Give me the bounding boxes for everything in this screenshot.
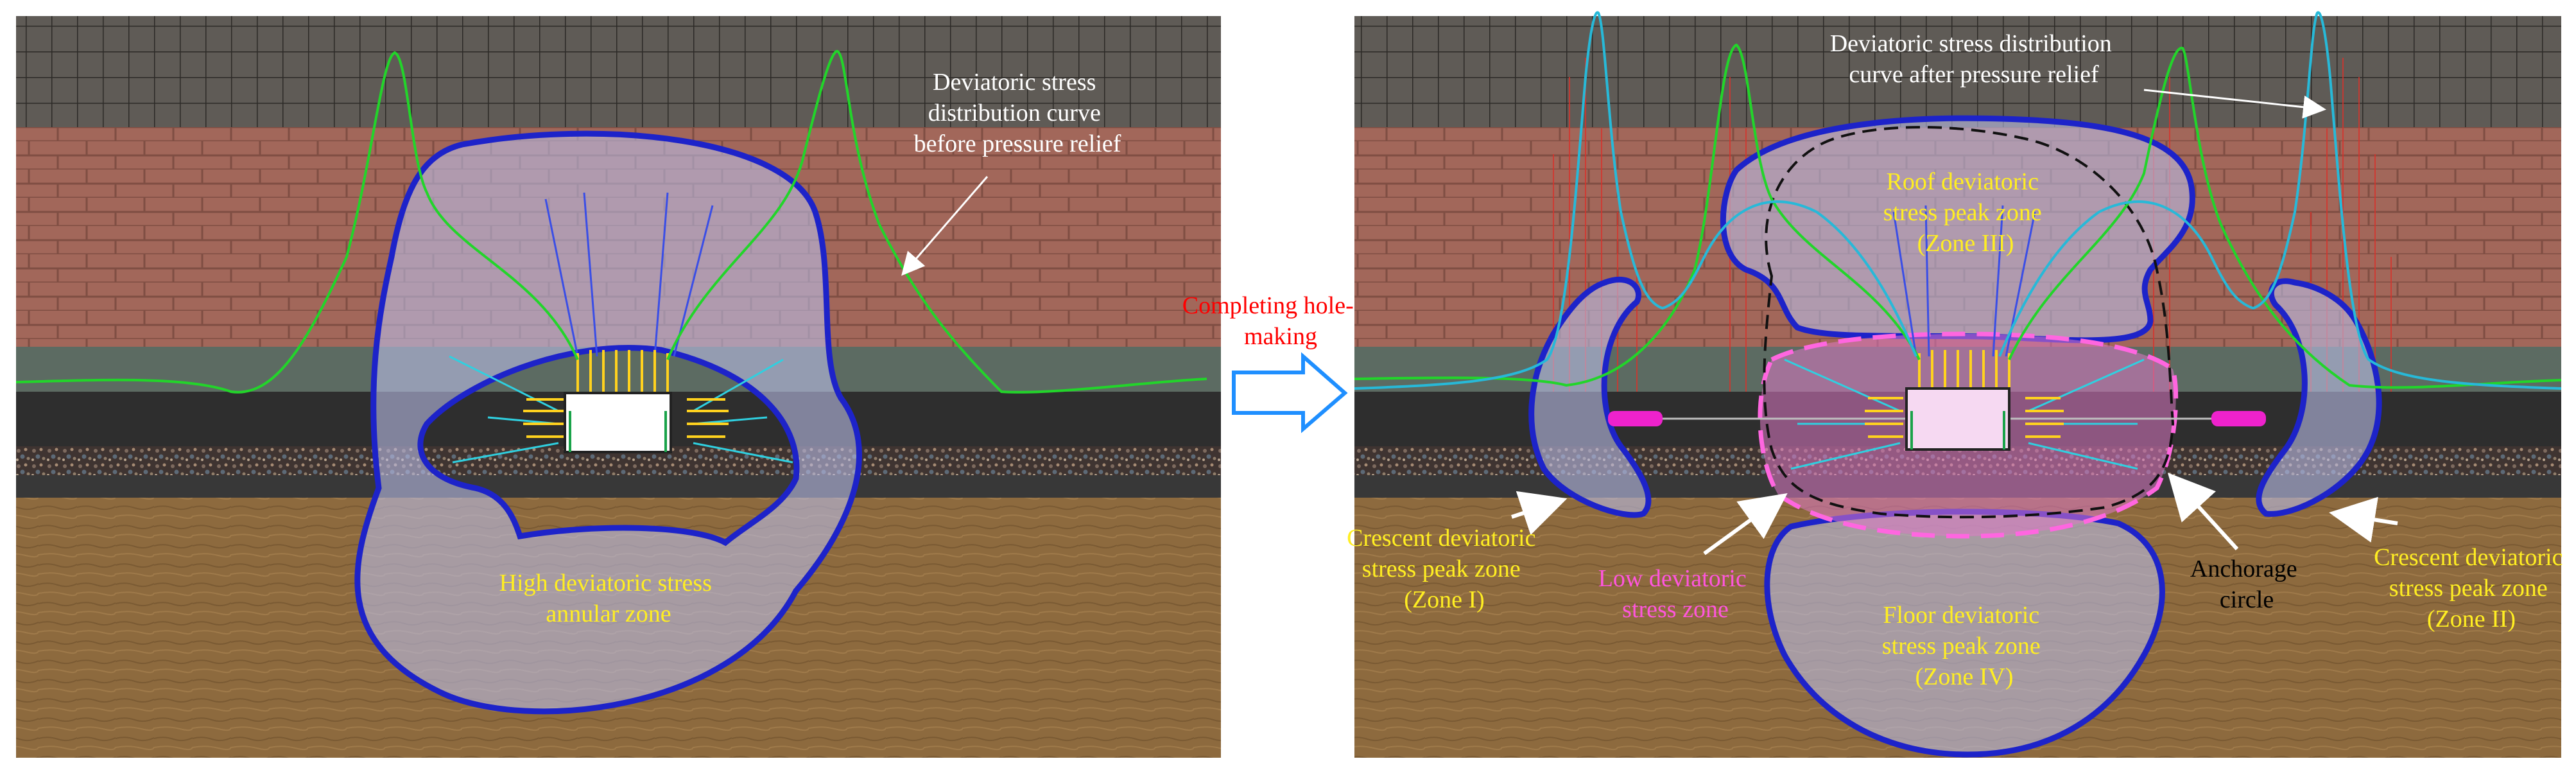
stress-curve-before-relief	[15, 49, 1207, 394]
anchorage-label: Anchorage circle	[2190, 555, 2303, 613]
transition-label-line: Completing hole-	[1182, 292, 1354, 319]
roof-zone-label-line: (Zone III)	[1917, 230, 2014, 257]
zone1-label-line: Crescent deviatoric	[1347, 525, 1535, 552]
roof-zone-label-line: stress peak zone	[1883, 199, 2042, 226]
annular-zone-label-line: High deviatoric stress	[499, 570, 712, 597]
curve-before-pointer	[901, 176, 989, 276]
roadway-opening	[564, 392, 672, 453]
curve-before-label-line: distribution curve	[928, 100, 1101, 127]
zone2-label-line: (Zone II)	[2427, 606, 2516, 633]
roof-stress-peak-zone	[1720, 115, 2195, 344]
transition-label-line: making	[1244, 323, 1317, 350]
zone1-label: Crescent deviatoric stress peak zone (Zo…	[1347, 525, 1542, 613]
yellow-bolts	[1865, 350, 2064, 438]
anchorage-pointer	[2167, 473, 2239, 551]
crescent-zone-2	[2256, 278, 2382, 517]
zone2-pointer	[2329, 496, 2398, 543]
yellow-bolts	[523, 350, 729, 438]
floor-zone-label: Floor deviatoric stress peak zone (Zone …	[1882, 602, 2046, 690]
low-zone-label: Low deviatoric stress zone	[1598, 565, 1753, 623]
zone2-label-line: Crescent deviatoric	[2374, 544, 2563, 571]
stress-curve-before-relief-ref	[1354, 43, 2562, 389]
transition-label: Completing hole- making	[1182, 292, 1360, 350]
curve-after-label: Deviatoric stress distribution curve aft…	[1830, 30, 2118, 88]
crescent-zone-1	[1528, 276, 1652, 518]
roof-zone-label: Roof deviatoric stress peak zone (Zone I…	[1883, 168, 2048, 257]
curve-before-label-line: Deviatoric stress	[933, 69, 1096, 96]
anchorage-label-line: Anchorage	[2190, 555, 2297, 582]
low-zone-pointer	[1703, 493, 1788, 555]
right-panel-after-relief: Deviatoric stress distribution curve aft…	[1347, 11, 2569, 758]
roadway-opening	[1905, 387, 2010, 451]
mudstone-layer	[16, 347, 1221, 392]
zone1-pointer	[1511, 491, 1568, 536]
low-zone-label-line: Low deviatoric	[1598, 565, 1747, 592]
floor-zone-label-line: (Zone IV)	[1915, 663, 2014, 690]
right-arrow-icon	[1232, 352, 1348, 433]
curve-after-label-line: curve after pressure relief	[1849, 61, 2099, 88]
relief-drill-pipe-left	[1608, 411, 1663, 426]
floor-zone-label-line: stress peak zone	[1882, 633, 2041, 659]
grid-rock-layer	[1354, 16, 2561, 127]
annular-zone-label-line: annular zone	[546, 600, 671, 627]
roof-zone-label-line: Roof deviatoric	[1887, 168, 2039, 195]
dark-band	[16, 475, 1221, 498]
stress-curve-after-relief	[1354, 11, 2562, 390]
curve-before-label: Deviatoric stress distribution curve bef…	[914, 69, 1121, 157]
relief-drill-pipe-right	[2211, 411, 2266, 426]
zone1-label-line: (Zone I)	[1404, 586, 1485, 613]
annular-zone-label: High deviatoric stress annular zone	[499, 570, 718, 627]
low-zone-label-line: stress zone	[1622, 596, 1729, 623]
rock-bolt-lines	[1892, 205, 2036, 357]
curve-after-pointer	[2143, 89, 2326, 119]
left-panel-before-relief: Deviatoric stress distribution curve bef…	[15, 16, 1221, 758]
zone1-label-line: stress peak zone	[1362, 555, 1521, 582]
grid-rock-layer	[16, 16, 1221, 127]
floor-zone-label-line: Floor deviatoric	[1883, 602, 2039, 629]
curve-after-label-line: Deviatoric stress distribution	[1830, 30, 2112, 57]
zone2-label: Crescent deviatoric stress peak zone (Zo…	[2374, 544, 2569, 633]
curve-before-label-line: before pressure relief	[914, 130, 1121, 157]
high-stress-annular-zone	[354, 130, 862, 715]
anchorage-label-line: circle	[2220, 586, 2274, 613]
zone2-label-line: stress peak zone	[2389, 575, 2548, 602]
transition: Completing hole- making	[1182, 292, 1360, 433]
